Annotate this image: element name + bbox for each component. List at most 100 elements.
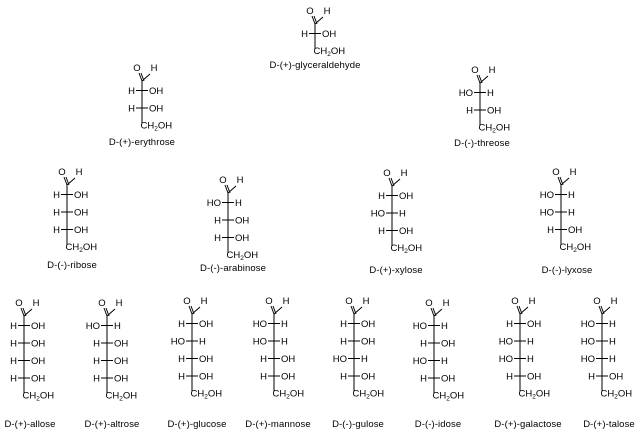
aldehyde-bond-line bbox=[227, 185, 237, 194]
left-substituent-label: H bbox=[588, 372, 595, 383]
aldehyde-hydrogen-label: H bbox=[363, 296, 370, 307]
right-substituent-label: H bbox=[568, 190, 575, 201]
terminal-group-label: CH2OH bbox=[391, 243, 423, 255]
carbonyl-oxygen-label: O bbox=[183, 296, 190, 307]
terminal-group-label: CH2OH bbox=[519, 389, 551, 401]
right-substituent-label: OH bbox=[149, 104, 163, 115]
compound-name-label: D-(+)-allose bbox=[4, 419, 55, 430]
aldehyde-hydrogen-label: H bbox=[489, 65, 496, 76]
aldehyde-hydrogen-label: H bbox=[570, 167, 577, 178]
right-substituent-label: OH bbox=[281, 354, 295, 365]
right-substituent-label: OH bbox=[74, 190, 88, 201]
aldehyde-hydrogen-label: H bbox=[324, 6, 331, 17]
carbonyl-oxygen-label: O bbox=[265, 296, 272, 307]
carbonyl-oxygen-label: O bbox=[133, 63, 140, 74]
right-substituent-label: H bbox=[527, 337, 534, 348]
double-bond-line bbox=[516, 305, 521, 315]
left-substituent-label: H bbox=[10, 374, 17, 385]
carbonyl-oxygen-label: O bbox=[383, 168, 390, 179]
right-substituent-label: OH bbox=[361, 319, 375, 330]
compound-name-label: D-(-)-threose bbox=[454, 138, 510, 149]
left-substituent-label: H bbox=[340, 337, 347, 348]
compound-name-label: D-(-)-ribose bbox=[47, 260, 97, 271]
double-bond-line bbox=[430, 307, 435, 317]
aldehyde-bond-line bbox=[433, 308, 443, 317]
right-substituent-label: H bbox=[609, 337, 616, 348]
left-substituent-label: H bbox=[420, 374, 427, 385]
aldehyde-hydrogen-label: H bbox=[611, 296, 618, 307]
aldehyde-hydrogen-label: H bbox=[237, 175, 244, 186]
right-substituent-label: H bbox=[199, 337, 206, 348]
carbonyl-oxygen-label: O bbox=[552, 167, 559, 178]
left-substituent-label: HO bbox=[581, 337, 595, 348]
terminal-group-label: CH2OH bbox=[601, 389, 633, 401]
right-substituent-label: OH bbox=[74, 208, 88, 219]
right-substituent-label: H bbox=[281, 319, 288, 330]
terminal-group-label: CH2OH bbox=[479, 123, 511, 135]
left-substituent-label: HO bbox=[333, 354, 347, 365]
left-substituent-label: H bbox=[214, 233, 221, 244]
double-bond-line bbox=[20, 307, 25, 317]
right-substituent-label: OH bbox=[527, 319, 541, 330]
double-bond-line bbox=[188, 305, 193, 315]
left-substituent-label: H bbox=[178, 372, 185, 383]
right-substituent-label: OH bbox=[399, 191, 413, 202]
right-substituent-label: OH bbox=[199, 372, 213, 383]
compound-name-label: D-(-)-gulose bbox=[332, 419, 384, 430]
left-substituent-label: H bbox=[301, 29, 308, 40]
right-substituent-label: OH bbox=[399, 226, 413, 237]
left-substituent-label: H bbox=[340, 372, 347, 383]
terminal-group-label: CH2OH bbox=[273, 389, 305, 401]
carbonyl-oxygen-label: O bbox=[306, 6, 313, 17]
left-substituent-label: H bbox=[260, 372, 267, 383]
left-substituent-label: H bbox=[378, 226, 385, 237]
right-substituent-label: OH bbox=[281, 372, 295, 383]
compound-name-label: D-(+)-talose bbox=[583, 419, 635, 430]
right-substituent-label: OH bbox=[441, 374, 455, 385]
double-bond-line bbox=[557, 176, 562, 186]
terminal-group-label: CH2OH bbox=[433, 391, 465, 403]
terminal-group-label: CH2OH bbox=[191, 389, 223, 401]
aldehyde-bond-line bbox=[560, 177, 570, 186]
right-substituent-label: H bbox=[114, 321, 121, 332]
terminal-group-label: CH2OH bbox=[314, 46, 346, 58]
aldehyde-bond-line bbox=[479, 75, 489, 84]
compound-name-label: D-(+)-altrose bbox=[85, 419, 140, 430]
compound-name-label: D-(+)-glucose bbox=[167, 419, 226, 430]
right-substituent-label: H bbox=[235, 198, 242, 209]
aldehyde-hydrogen-label: H bbox=[33, 298, 40, 309]
left-substituent-label: H bbox=[93, 339, 100, 350]
left-substituent-label: H bbox=[420, 339, 427, 350]
right-substituent-label: H bbox=[281, 337, 288, 348]
aldehyde-hydrogen-label: H bbox=[283, 296, 290, 307]
right-substituent-label: H bbox=[609, 354, 616, 365]
double-bond-line bbox=[138, 72, 143, 82]
left-substituent-label: HO bbox=[253, 319, 267, 330]
right-substituent-label: OH bbox=[114, 356, 128, 367]
right-substituent-label: OH bbox=[149, 86, 163, 97]
carbonyl-oxygen-label: O bbox=[593, 296, 600, 307]
left-substituent-label: HO bbox=[413, 356, 427, 367]
right-substituent-label: OH bbox=[114, 374, 128, 385]
terminal-group-label: CH2OH bbox=[560, 242, 592, 254]
left-substituent-label: H bbox=[10, 339, 17, 350]
left-substituent-label: HO bbox=[253, 337, 267, 348]
right-substituent-label: OH bbox=[199, 354, 213, 365]
aldehyde-hydrogen-label: H bbox=[529, 296, 536, 307]
right-substituent-label: OH bbox=[235, 216, 249, 227]
right-substituent-label: OH bbox=[235, 233, 249, 244]
right-substituent-label: OH bbox=[568, 225, 582, 236]
left-substituent-label: H bbox=[506, 372, 513, 383]
aldehyde-bond-line bbox=[66, 177, 76, 186]
compound-name-label: D-(+)-glyceraldehyde bbox=[270, 60, 361, 71]
double-bond-line bbox=[388, 177, 393, 187]
carbonyl-oxygen-label: O bbox=[511, 296, 518, 307]
compound-name-label: D-(+)-xylose bbox=[369, 265, 422, 276]
double-bond-line bbox=[476, 74, 481, 84]
aldehyde-hydrogen-label: H bbox=[443, 298, 450, 309]
